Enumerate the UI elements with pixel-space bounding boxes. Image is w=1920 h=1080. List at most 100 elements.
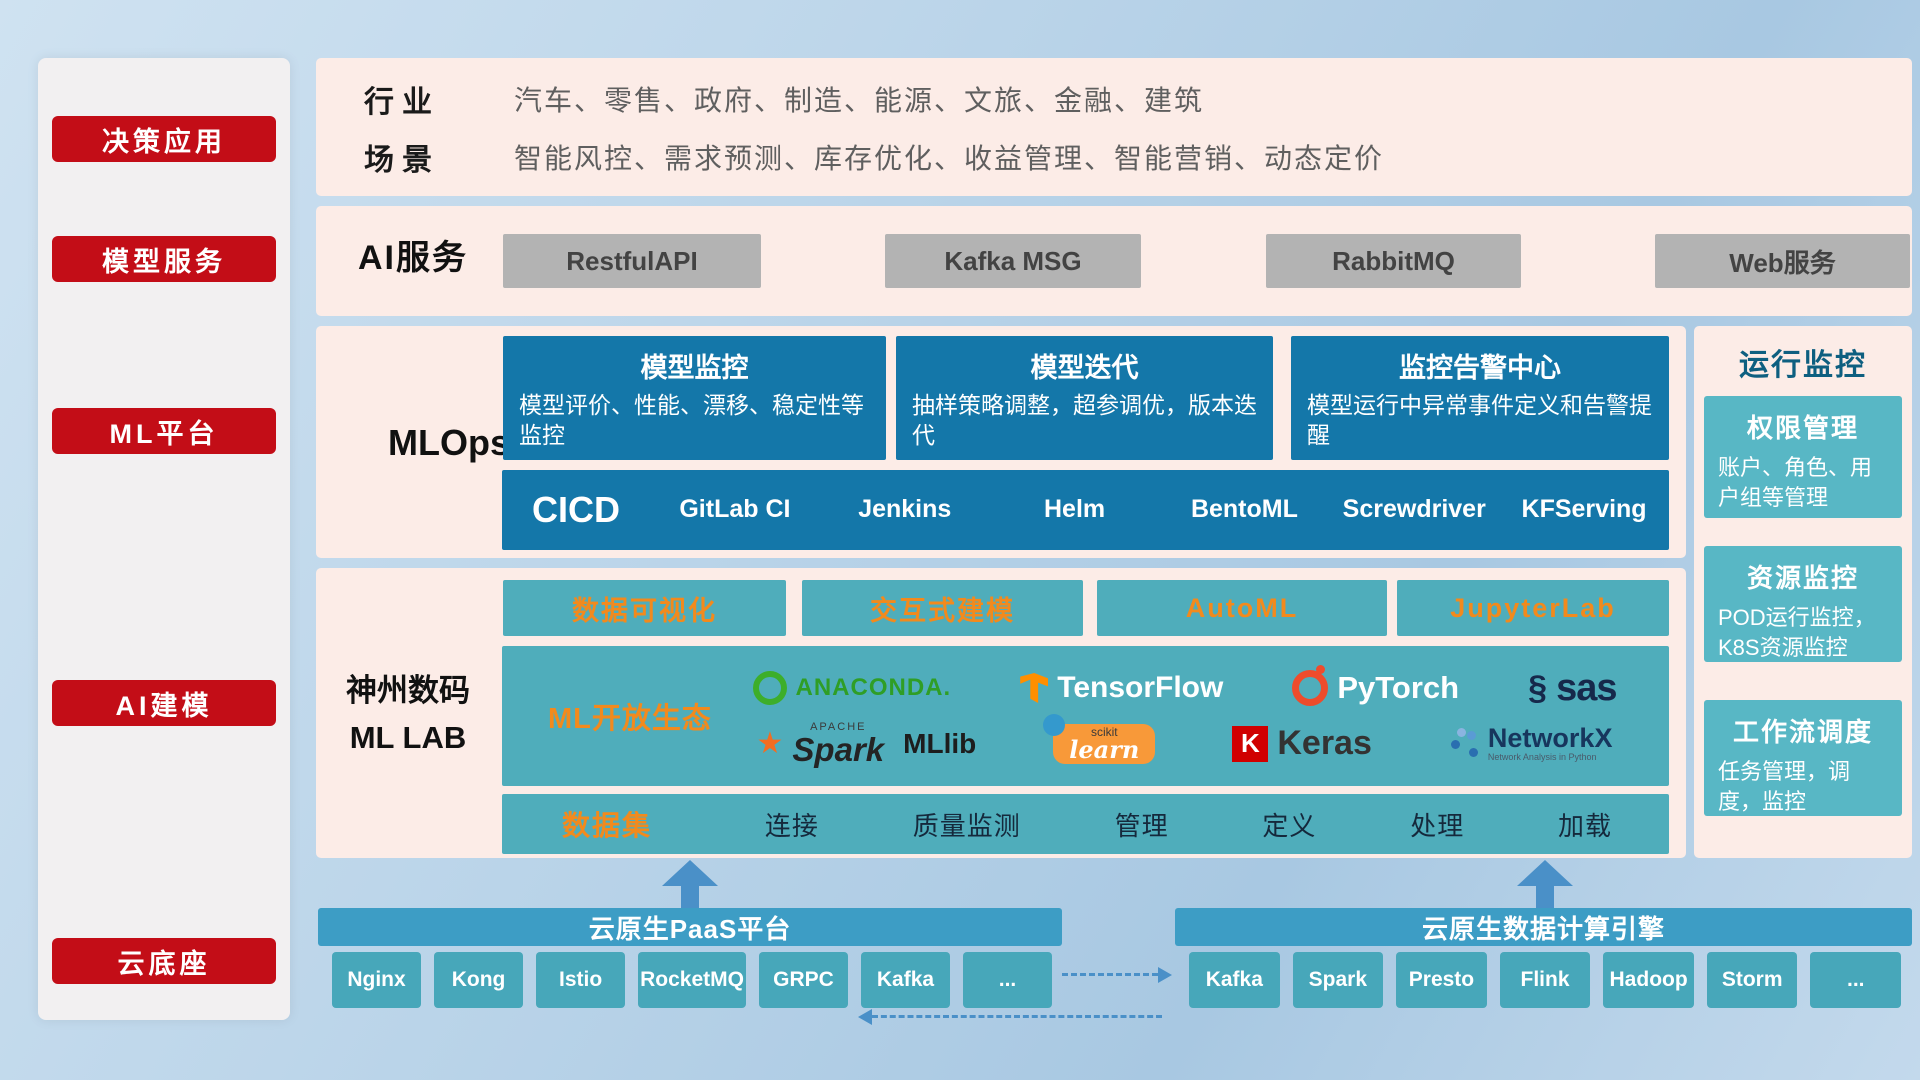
model-monitor-title: 模型监控 [640, 353, 749, 383]
workflow-card: 工作流调度 任务管理，调度，监控 [1704, 700, 1902, 816]
permission-title: 权限管理 [1746, 413, 1859, 443]
cicd-item-bentoml: BentoML [1190, 495, 1298, 524]
paas-item-istio: Istio [536, 952, 626, 1008]
paas-item-grpc: GRPC [758, 952, 848, 1008]
pytorch-icon [1292, 665, 1329, 706]
keras-logo: K Keras [1232, 724, 1372, 763]
ecosystem-logos: ANACONDA. TensorFlow PyTorch § sas ★ [718, 665, 1669, 766]
engine-item-flink: Flink [1499, 952, 1591, 1008]
dashed-arrow-left-head [858, 1009, 872, 1025]
model-iteration-title: 模型迭代 [1030, 353, 1139, 383]
dashed-arrow-right [1062, 973, 1158, 976]
spark-star-icon: ★ [756, 726, 784, 760]
alert-center-title: 监控告警中心 [1399, 353, 1561, 383]
resource-monitor-card: 资源监控 POD运行监控，K8S资源监控 [1704, 546, 1902, 662]
restful-api-block: RestfulAPI [503, 234, 761, 288]
data-engine-bar: 云原生数据计算引擎 [1175, 908, 1912, 946]
mllab-label: 神州数码 ML LAB [322, 668, 494, 761]
interactive-modeling-block: 交互式建模 [802, 580, 1083, 636]
sidebar-item-decision-app: 决策应用 [52, 116, 276, 162]
dataset-bar: 数据集 连接 质量监测 管理 定义 处理 加载 [502, 794, 1669, 854]
automl-block: AutoML [1097, 580, 1387, 636]
anaconda-logo: ANACONDA. [752, 671, 952, 705]
anaconda-icon [752, 671, 787, 705]
keras-icon: K [1232, 725, 1269, 762]
dataset-item-process: 处理 [1410, 810, 1465, 841]
alert-center-desc: 模型运行中异常事件定义和告警提醒 [1307, 392, 1652, 448]
dataset-item-define: 定义 [1262, 810, 1317, 841]
cicd-item-gitlab-ci: GitLab CI [679, 495, 791, 524]
sidebar-item-ai-modeling: AI建模 [52, 680, 276, 726]
dataset-item-manage: 管理 [1114, 810, 1169, 841]
model-iteration-desc: 抽样策略调整，超参调优，版本迭代 [912, 392, 1257, 448]
industry-scene-panel: 行业 汽车、零售、政府、制造、能源、文旅、金融、建筑 场景 智能风控、需求预测、… [316, 58, 1912, 196]
cicd-item-kfserving: KFServing [1521, 495, 1647, 524]
runtime-monitor-title: 运行监控 [1739, 349, 1867, 382]
engine-item-storm: Storm [1706, 952, 1798, 1008]
engine-item-more: ... [1810, 952, 1902, 1008]
pytorch-logo: PyTorch [1292, 665, 1459, 706]
scene-text: 智能风控、需求预测、库存优化、收益管理、智能营销、动态定价 [514, 143, 1385, 174]
networkx-logo: NetworkX Network Analysis in Python [1449, 723, 1612, 764]
sidebar-item-model-service: 模型服务 [52, 236, 276, 282]
workflow-desc: 任务管理，调度，监控 [1718, 759, 1851, 814]
engine-item-kafka: Kafka [1189, 952, 1280, 1008]
cicd-item-helm: Helm [1044, 495, 1106, 524]
paas-item-kong: Kong [434, 952, 524, 1008]
scikit-learn-icon [1043, 713, 1066, 736]
paas-platform-bar: 云原生PaaS平台 [318, 908, 1062, 946]
model-monitor-desc: 模型评价、性能、漂移、稳定性等监控 [519, 392, 864, 448]
dashed-arrow-left [872, 1015, 1162, 1018]
alert-center-card: 监控告警中心 模型运行中异常事件定义和告警提醒 [1291, 336, 1669, 460]
resource-monitor-title: 资源监控 [1746, 563, 1859, 593]
ml-ecosystem-title: ML开放生态 [548, 703, 712, 735]
scene-label: 场景 [364, 144, 440, 177]
ai-service-label: AI服务 [358, 239, 468, 277]
dataset-item-connect: 连接 [764, 810, 819, 841]
cicd-item-jenkins: Jenkins [858, 495, 952, 524]
up-arrow-left [662, 860, 718, 908]
dataset-item-load: 加载 [1558, 810, 1613, 841]
mllab-label-line2: ML LAB [349, 719, 467, 755]
dataset-title: 数据集 [562, 810, 653, 841]
paas-item-kafka: Kafka [860, 952, 951, 1008]
resource-monitor-desc: POD运行监控，K8S资源监控 [1718, 605, 1876, 660]
cicd-item-screwdriver: Screwdriver [1342, 495, 1486, 524]
mllab-label-line1: 神州数码 [346, 673, 470, 708]
scikit-learn-logo: scikit learn [1043, 713, 1156, 764]
networkx-icon [1449, 730, 1479, 756]
engine-buttons-row: Kafka Spark Presto Flink Hadoop Storm ..… [1189, 952, 1902, 1008]
data-viz-block: 数据可视化 [503, 580, 786, 636]
up-arrow-right [1517, 860, 1573, 908]
kafka-msg-block: Kafka MSG [885, 234, 1141, 288]
dashed-arrow-right-head [1158, 967, 1172, 983]
paas-buttons-row: Nginx Kong Istio RocketMQ GRPC Kafka ... [332, 952, 1053, 1008]
jupyterlab-block: JupyterLab [1397, 580, 1669, 636]
cicd-title: CICD [532, 489, 620, 530]
rabbitmq-block: RabbitMQ [1266, 234, 1521, 288]
sas-logo: § sas [1528, 666, 1617, 709]
left-sidebar [38, 58, 290, 1020]
cicd-bar: CICD GitLab CI Jenkins Helm BentoML Scre… [502, 470, 1669, 550]
engine-item-hadoop: Hadoop [1603, 952, 1694, 1008]
dataset-item-quality: 质量监测 [912, 810, 1021, 841]
industry-text: 汽车、零售、政府、制造、能源、文旅、金融、建筑 [514, 85, 1205, 116]
model-monitor-card: 模型监控 模型评价、性能、漂移、稳定性等监控 [503, 336, 886, 460]
tensorflow-icon [1020, 673, 1049, 703]
tensorflow-logo: TensorFlow [1020, 671, 1223, 705]
ml-ecosystem-box: ML开放生态 ANACONDA. TensorFlow PyTorch § sa… [502, 646, 1669, 786]
engine-item-spark: Spark [1292, 952, 1384, 1008]
permission-desc: 账户、角色、用户组等管理 [1718, 455, 1873, 510]
sas-icon: § [1528, 668, 1548, 707]
paas-item-nginx: Nginx [332, 952, 422, 1008]
workflow-title: 工作流调度 [1732, 717, 1873, 747]
sidebar-item-ml-platform: ML平台 [52, 408, 276, 454]
sidebar-item-cloud-base: 云底座 [52, 938, 276, 984]
engine-item-presto: Presto [1396, 952, 1487, 1008]
permission-card: 权限管理 账户、角色、用户组等管理 [1704, 396, 1902, 518]
model-iteration-card: 模型迭代 抽样策略调整，超参调优，版本迭代 [896, 336, 1273, 460]
industry-label: 行业 [364, 86, 440, 119]
paas-item-more: ... [963, 952, 1053, 1008]
paas-item-rocketmq: RocketMQ [638, 952, 746, 1008]
